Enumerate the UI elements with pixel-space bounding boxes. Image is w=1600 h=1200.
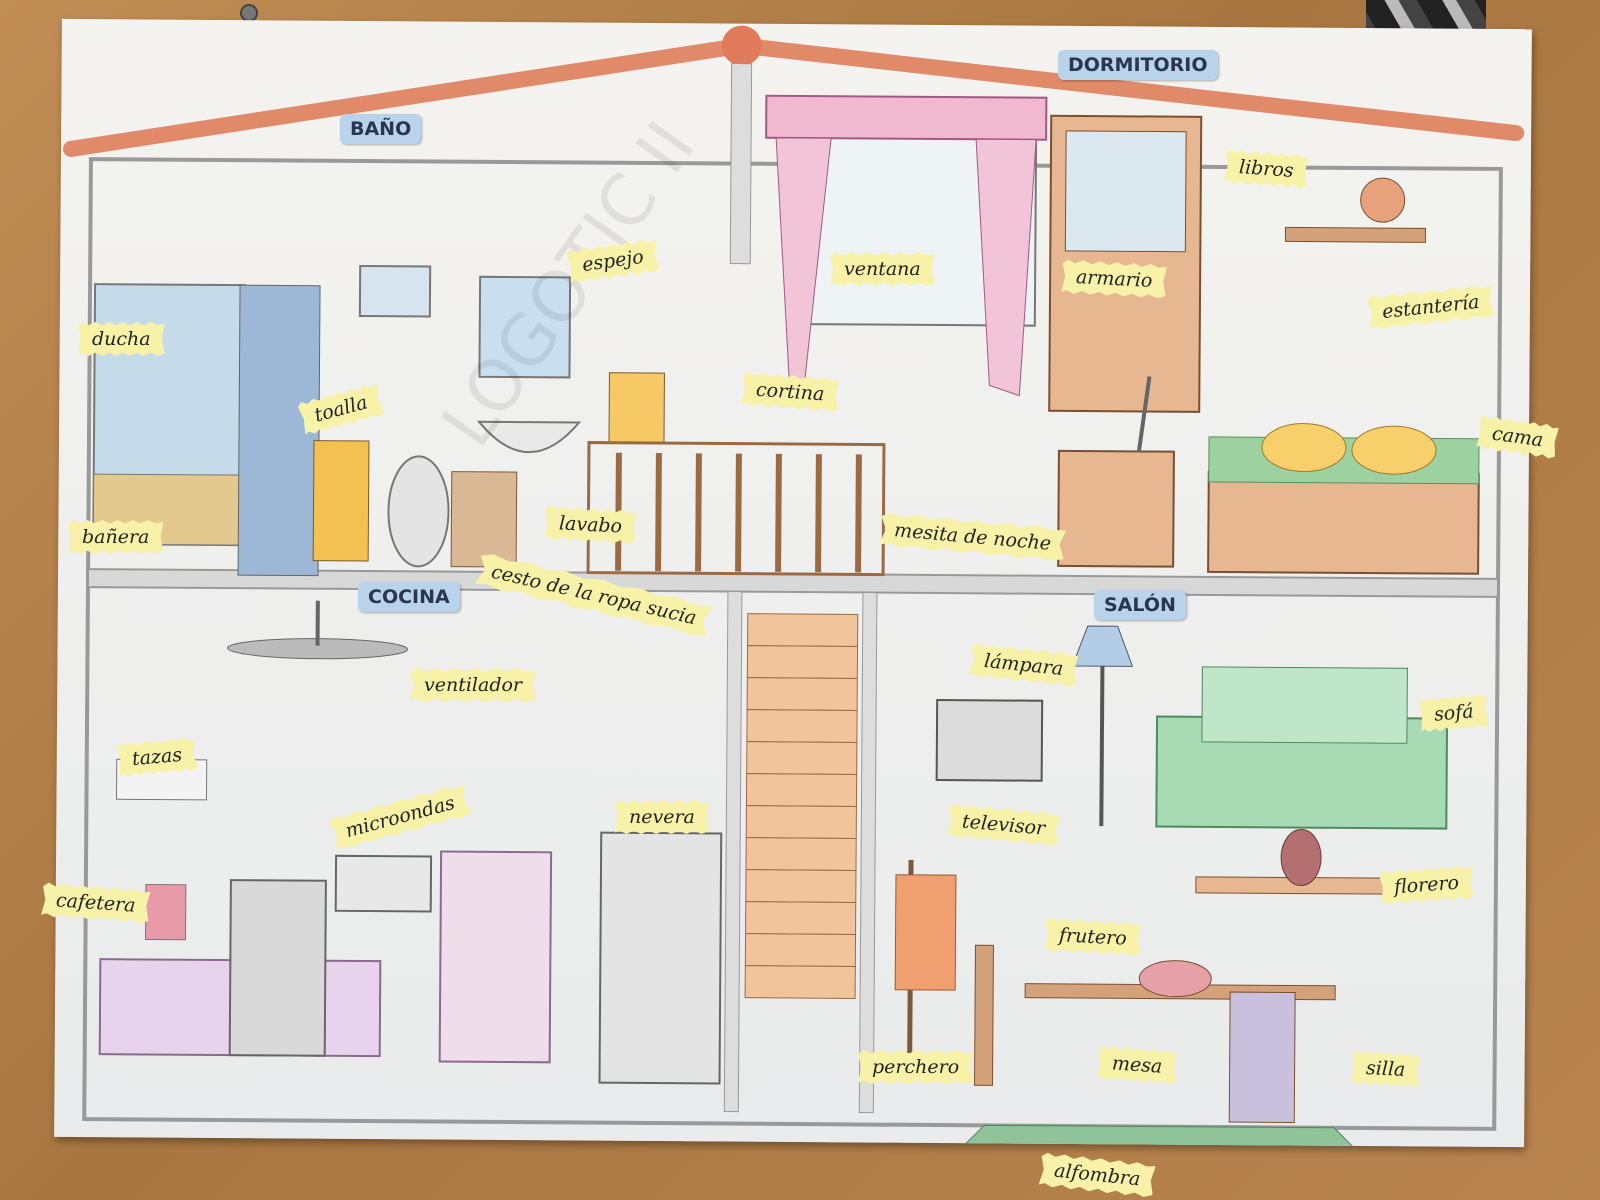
room-sign-cocina: COCINA xyxy=(358,582,460,612)
word-card-lavabo: lavabo xyxy=(544,506,637,545)
word-card-frutero: frutero xyxy=(1044,918,1141,957)
word-card-alfombra: alfombra xyxy=(1039,1152,1156,1198)
word-card-banera: bañera xyxy=(68,520,164,554)
word-card-perchero: perchero xyxy=(858,1050,974,1084)
word-card-ventana: ventana xyxy=(830,252,935,286)
word-card-nevera: nevera xyxy=(615,800,709,834)
word-card-ventilador: ventilador xyxy=(410,668,537,702)
house-poster: LOGOTIC II xyxy=(54,18,1532,1148)
room-sign-salon: SALÓN xyxy=(1094,590,1186,620)
room-sign-bano: BAÑO xyxy=(340,114,422,144)
word-card-silla: silla xyxy=(1351,1050,1420,1087)
word-card-ducha: ducha xyxy=(78,322,165,356)
room-sign-dormitorio: DORMITORIO xyxy=(1058,50,1218,80)
house-drawing: LOGOTIC II xyxy=(63,25,1525,1148)
